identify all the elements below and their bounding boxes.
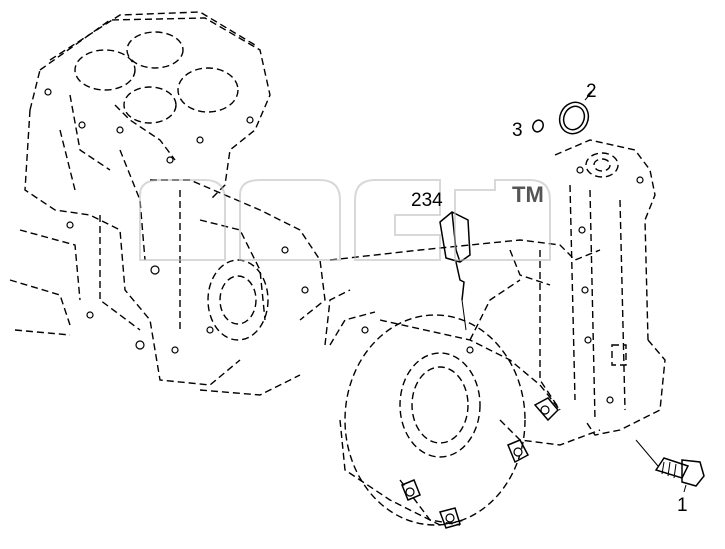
housing-bolt-holes	[361, 166, 644, 523]
trademark-mark: TM	[512, 182, 544, 207]
callout-3: 3	[512, 120, 523, 141]
callout-2: 2	[586, 81, 597, 102]
watermark-logo: TM	[139, 179, 551, 261]
engine-block	[9, 11, 326, 396]
o-ring-part-2	[558, 91, 593, 135]
small-ring-part-3	[532, 119, 544, 133]
block-bolt-holes	[44, 88, 309, 354]
bolt-part-1	[635, 439, 705, 493]
callout-1: 1	[677, 495, 688, 516]
housing-assembly	[324, 139, 666, 529]
callout-234: 234	[411, 190, 443, 211]
